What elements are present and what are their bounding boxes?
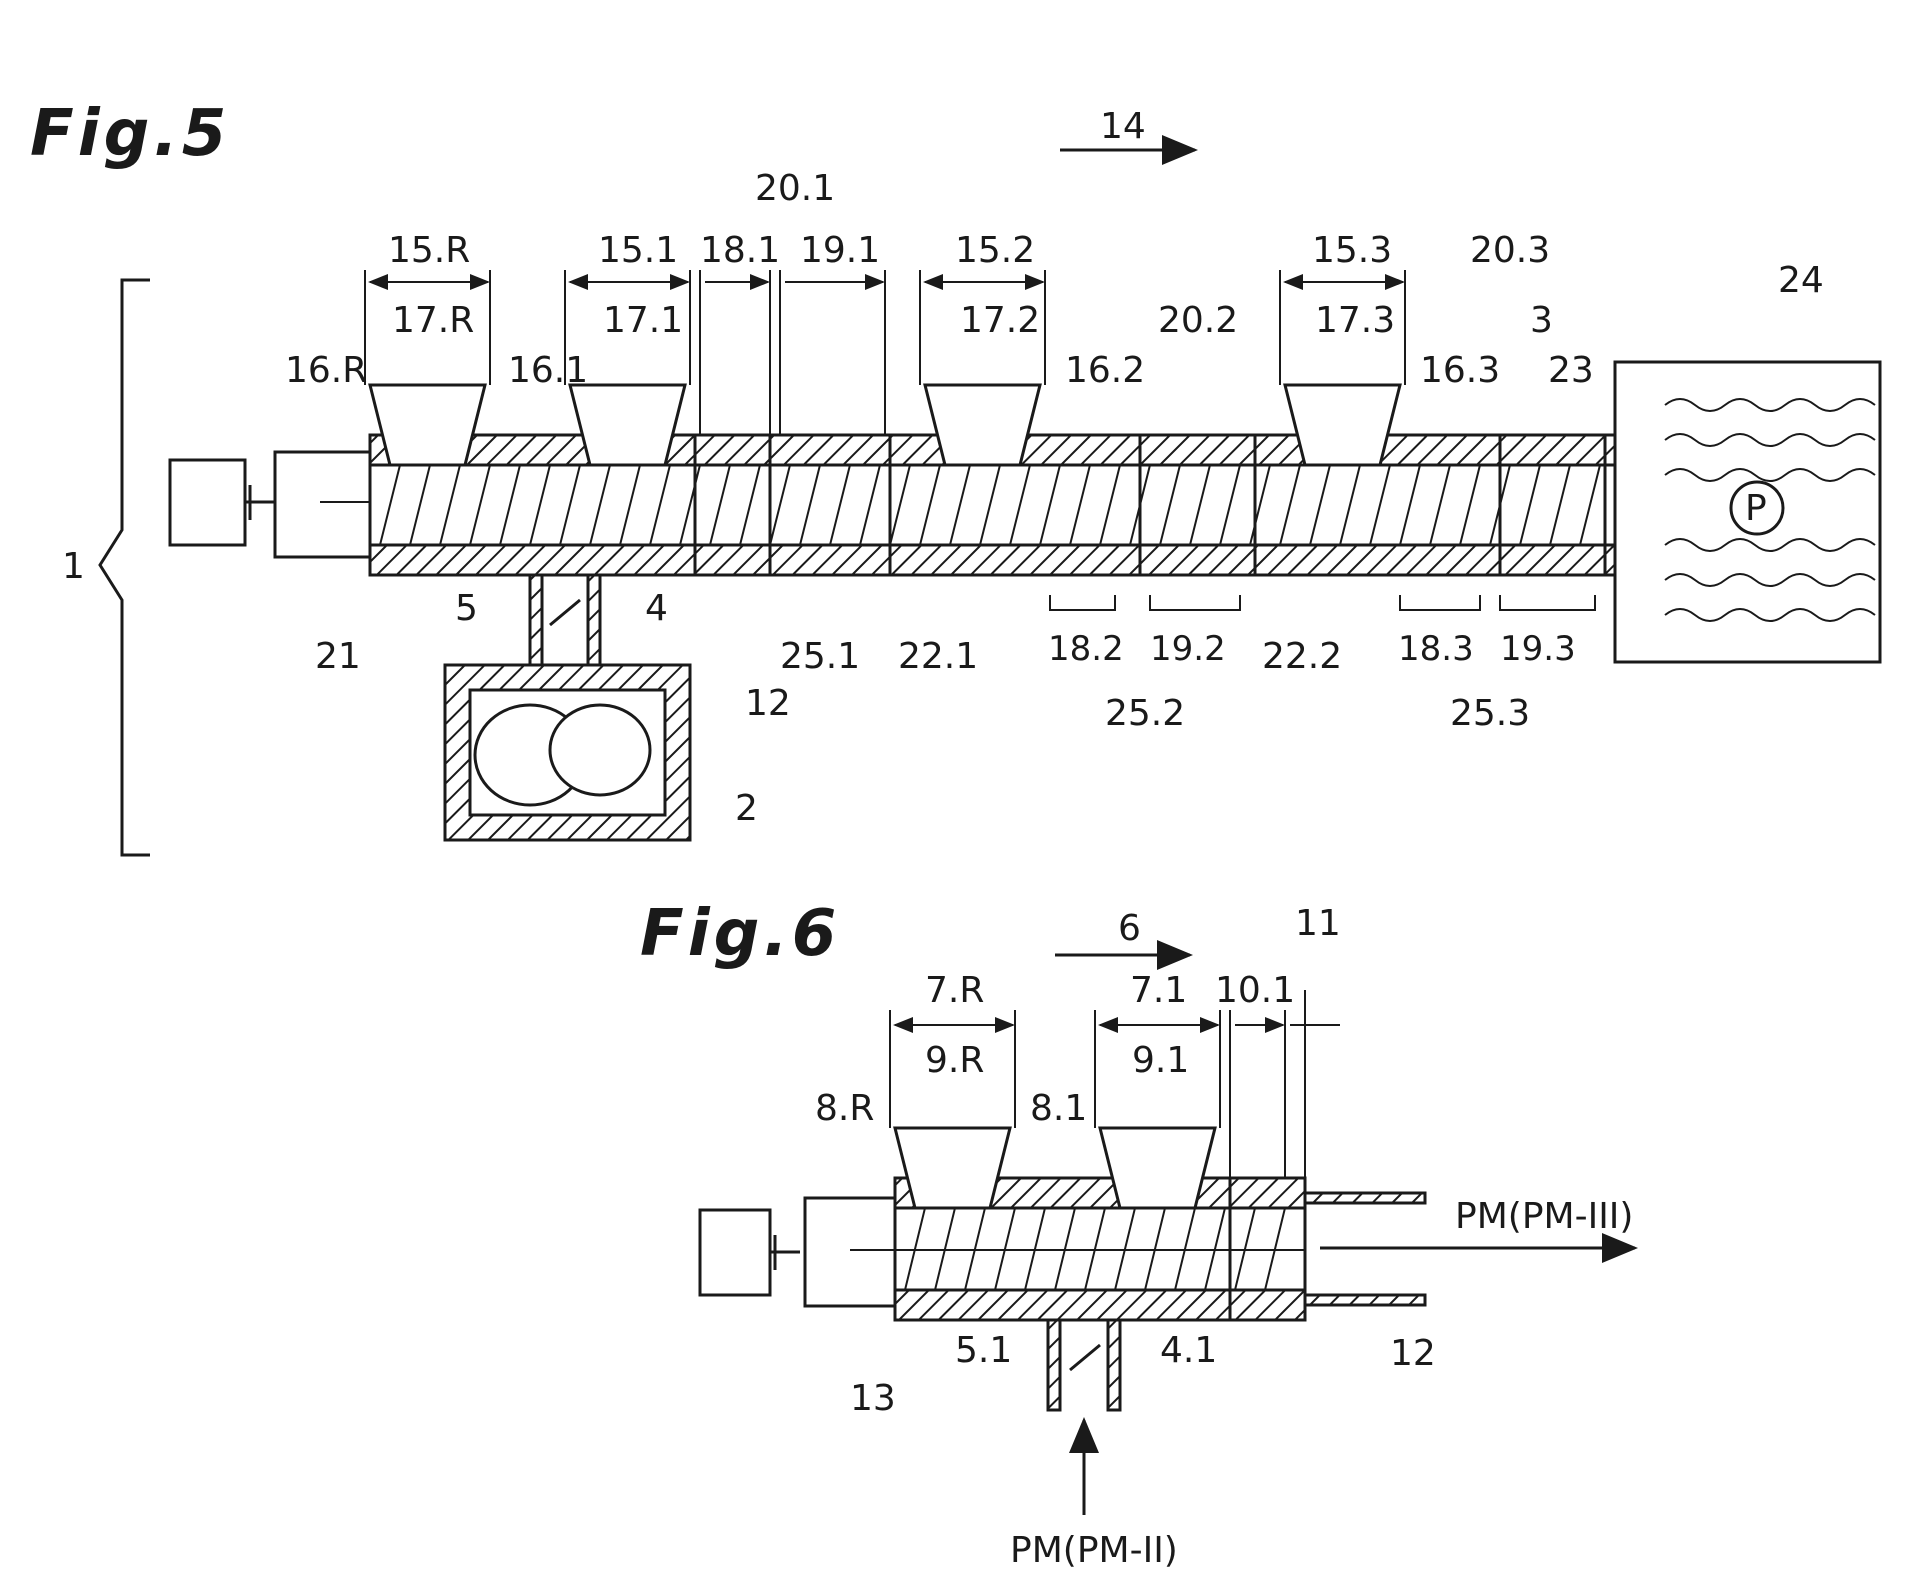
- barrel-segment-dividers: [693, 435, 1607, 575]
- side-feeder-2: [443, 573, 692, 842]
- label-171: 17.1: [603, 300, 683, 341]
- label-172: 17.2: [960, 300, 1040, 341]
- label-201: 20.1: [755, 168, 835, 209]
- label-P: P: [1745, 488, 1767, 529]
- flow-arrow-14: 14: [1060, 106, 1198, 165]
- label-173: 17.3: [1315, 300, 1395, 341]
- zone-brackets: [1049, 595, 1596, 611]
- label-222: 22.2: [1262, 636, 1342, 677]
- dimension-lines-fig6: [889, 990, 1340, 1178]
- flow-arrow-6: 6: [1055, 908, 1193, 970]
- label-3: 3: [1530, 300, 1553, 341]
- hopper-173: [1283, 383, 1402, 467]
- hopper-171: [568, 383, 687, 467]
- label-pm-in: PM(PM-II): [1010, 1530, 1178, 1571]
- label-17R: 17.R: [392, 300, 474, 341]
- figure-6-title: Fig.6: [640, 897, 840, 971]
- label-7R: 7.R: [925, 970, 984, 1011]
- label-5: 5: [455, 588, 478, 629]
- figure-5: Fig.5 14 1: [30, 97, 1882, 857]
- label-183: 18.3: [1398, 629, 1474, 669]
- label-4: 4: [645, 588, 668, 629]
- extruder-barrel-fig6: [850, 1176, 1307, 1322]
- label-162: 16.2: [1065, 350, 1145, 391]
- label-41: 4.1: [1160, 1330, 1217, 1371]
- hopper-9R: [893, 1126, 1012, 1210]
- label-9R: 9.R: [925, 1040, 984, 1081]
- label-15R: 15.R: [388, 230, 470, 271]
- label-221: 22.1: [898, 636, 978, 677]
- outlet-die-fig6: [1303, 1191, 1638, 1307]
- label-11: 11: [1295, 903, 1341, 944]
- label-151: 15.1: [598, 230, 678, 271]
- label-192: 19.2: [1150, 629, 1226, 669]
- label-182: 18.2: [1048, 629, 1124, 669]
- hopper-17R: [368, 383, 487, 467]
- figure-5-labels: 15.R 17.R 16.R 15.1 17.1 16.1 18.1 20.1 …: [285, 168, 1824, 829]
- label-16R: 16.R: [285, 350, 367, 391]
- label-152: 15.2: [955, 230, 1035, 271]
- label-pm-out: PM(PM-III): [1455, 1196, 1633, 1237]
- label-101: 10.1: [1215, 970, 1295, 1011]
- label-153: 15.3: [1312, 230, 1392, 271]
- label-24: 24: [1778, 260, 1824, 301]
- label-81: 8.1: [1030, 1088, 1087, 1129]
- label-13: 13: [850, 1378, 896, 1419]
- label-252: 25.2: [1105, 693, 1185, 734]
- figure-5-title: Fig.5: [30, 97, 230, 171]
- label-203: 20.3: [1470, 230, 1550, 271]
- label-21: 21: [315, 636, 361, 677]
- dimension-lines: [364, 270, 1406, 435]
- pump-tank-24: P: [1613, 360, 1882, 664]
- label-23: 23: [1548, 350, 1594, 391]
- label-191: 19.1: [800, 230, 880, 271]
- label-6: 6: [1118, 908, 1141, 949]
- system-brace: 1: [62, 278, 150, 857]
- hopper-172: [923, 383, 1042, 467]
- gearbox-box: [273, 450, 372, 559]
- label-253: 25.3: [1450, 693, 1530, 734]
- motor-assembly-fig6: [698, 1196, 897, 1308]
- figure-6-labels: 7.R 9.R 8.R 7.1 9.1 8.1 10.1 11 PM(PM-II…: [815, 903, 1633, 1571]
- label-2: 2: [735, 788, 758, 829]
- hopper-91: [1098, 1126, 1217, 1210]
- label-8R: 8.R: [815, 1088, 874, 1129]
- label-193: 19.3: [1500, 629, 1576, 669]
- label-1: 1: [62, 546, 85, 587]
- label-12: 12: [745, 683, 791, 724]
- label-14: 14: [1100, 106, 1146, 147]
- label-161: 16.1: [508, 350, 588, 391]
- label-202: 20.2: [1158, 300, 1238, 341]
- label-181: 18.1: [700, 230, 780, 271]
- label-163: 16.3: [1420, 350, 1500, 391]
- label-91: 9.1: [1132, 1040, 1189, 1081]
- pump-symbol: [1729, 480, 1785, 536]
- screw-flights: [379, 464, 1601, 546]
- label-51: 5.1: [955, 1330, 1012, 1371]
- motor-box: [168, 458, 247, 547]
- label-251: 25.1: [780, 636, 860, 677]
- figure-6: Fig.6 6: [640, 897, 1638, 1571]
- bottom-feed-port-fig6: [1046, 1318, 1122, 1515]
- label-71: 7.1: [1130, 970, 1187, 1011]
- label-12-fig6: 12: [1390, 1333, 1436, 1374]
